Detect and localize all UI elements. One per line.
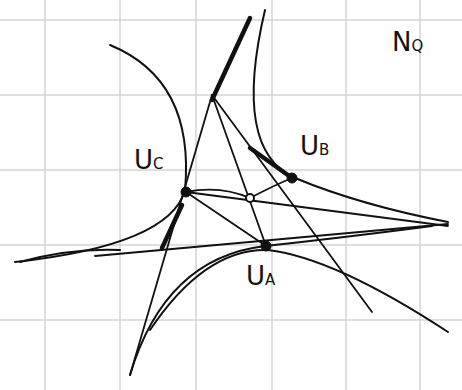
triangle-lines (95, 95, 448, 375)
point-label: UC (132, 146, 166, 174)
thick-tangent-strokes (162, 18, 292, 248)
point-label: UA (244, 262, 277, 290)
point-label: NQ (390, 28, 425, 56)
point-label: UB (298, 132, 331, 160)
hyperbola-arcs (15, 10, 448, 375)
points (181, 173, 297, 251)
